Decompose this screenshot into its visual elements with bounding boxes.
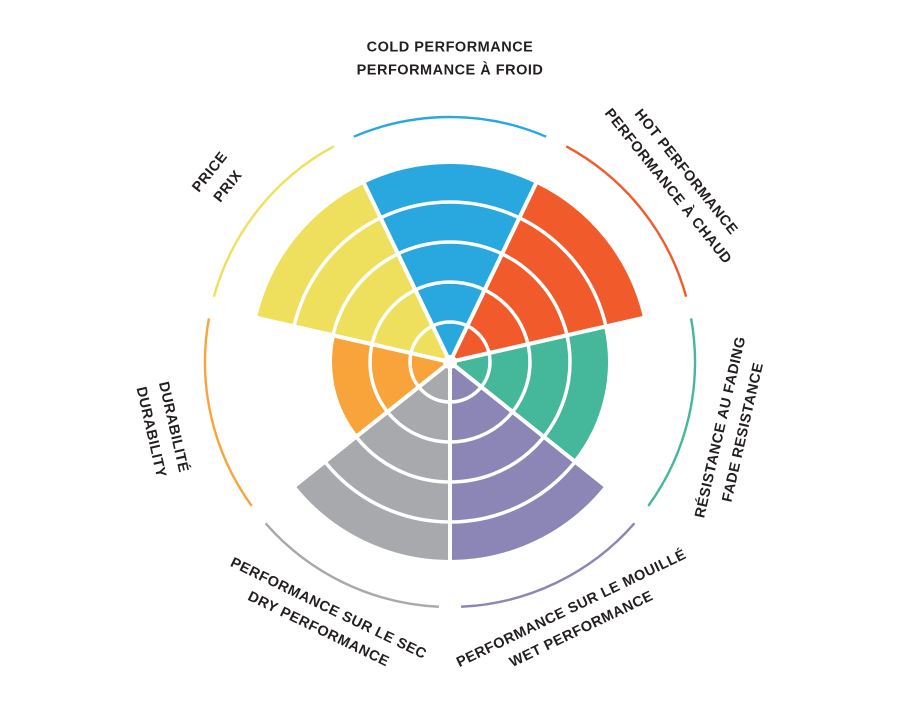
- label-line-inner: PERFORMANCE À FROID: [356, 62, 544, 79]
- ring-separator: [408, 320, 492, 404]
- wheel-center: [443, 355, 457, 369]
- outer-arc-price: [212, 145, 335, 298]
- outer-arc-cold-performance: [353, 115, 547, 138]
- outer-arc-durability: [203, 318, 253, 507]
- sector-hot-performance: [446, 179, 648, 365]
- ring-separator: [328, 240, 572, 484]
- sector-wet-performance: [448, 357, 610, 565]
- sector-dry-performance: [290, 357, 452, 565]
- ring-separator: [288, 200, 612, 524]
- label-cold-performance: COLD PERFORMANCE PERFORMANCE À FROID: [356, 39, 544, 80]
- outer-arc-wet-performance: [461, 522, 636, 608]
- ring-separator: [368, 280, 532, 444]
- outer-arc-fade-resistance: [647, 318, 697, 507]
- outer-arc-hot-performance: [565, 145, 688, 298]
- outer-arc-dry-performance: [264, 522, 439, 608]
- sector-cold-performance: [360, 160, 540, 367]
- sector-price: [252, 179, 454, 365]
- label-line-outer: COLD PERFORMANCE: [366, 39, 534, 56]
